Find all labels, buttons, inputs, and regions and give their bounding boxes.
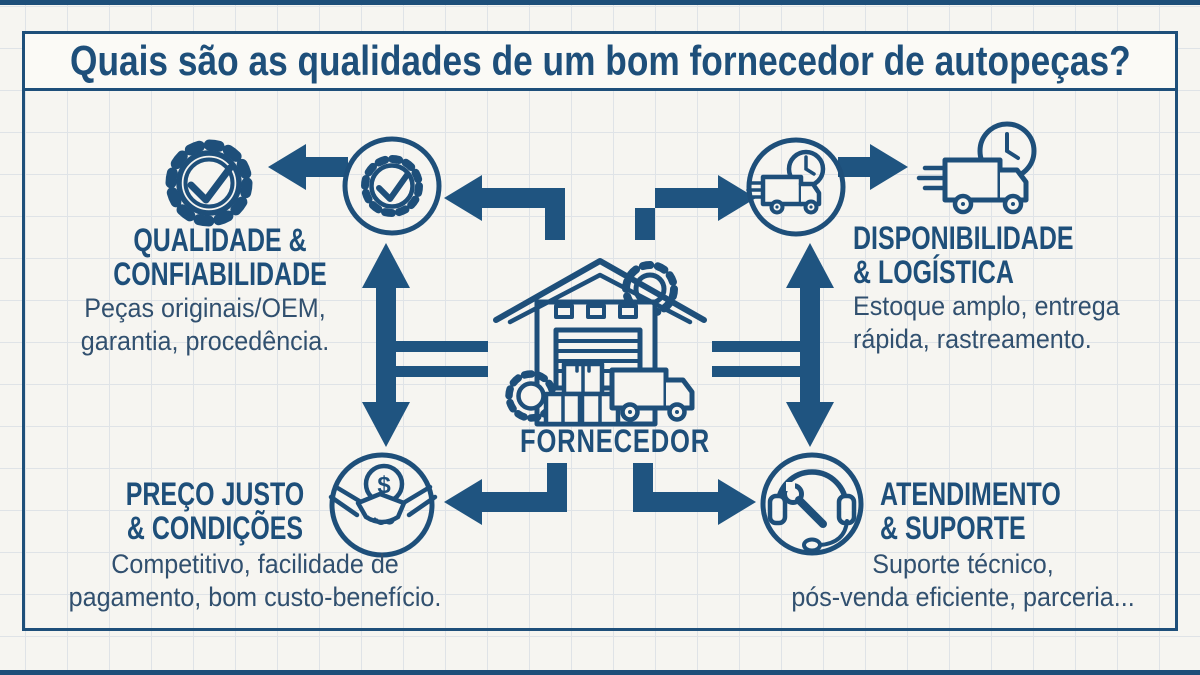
arrow-center-to-bottom-right bbox=[633, 463, 756, 525]
bottom-border-band bbox=[0, 670, 1200, 675]
heading-line: DISPONIBILIDADE bbox=[853, 220, 1074, 256]
heading-preco-condicoes: PREÇO JUSTO & CONDIÇÕES bbox=[110, 477, 321, 545]
heading-line: & CONDIÇÕES bbox=[126, 510, 304, 546]
description-line: Competitivo, facilidade de bbox=[111, 549, 399, 579]
heading-line: ATENDIMENTO bbox=[880, 476, 1061, 512]
arrow-center-to-top-right bbox=[635, 175, 756, 240]
description-line: pagamento, bom custo-benefício. bbox=[68, 582, 442, 612]
description-atendimento: Suporte técnico, pós-venda eficiente, pa… bbox=[772, 548, 1153, 614]
description-disponibilidade: Estoque amplo, entrega rápida, rastreame… bbox=[853, 290, 1151, 356]
page-title: Quais são as qualidades de um bom fornec… bbox=[69, 37, 1131, 84]
gear-check-icon bbox=[165, 139, 253, 227]
truck-clock-circle-icon bbox=[746, 137, 846, 237]
description-line: Peças originais/OEM, bbox=[84, 293, 326, 323]
arrow-center-to-top-left bbox=[444, 175, 565, 240]
arrow-circle-to-gear-left bbox=[268, 144, 348, 190]
heading-disponibilidade-logistica: DISPONIBILIDADE & LOGÍSTICA bbox=[853, 221, 1118, 289]
description-qualidade: Peças originais/OEM, garantia, procedênc… bbox=[42, 292, 368, 358]
heading-line: & LOGÍSTICA bbox=[853, 254, 1014, 290]
description-line: rápida, rastreamento. bbox=[853, 324, 1092, 354]
headset-wrench-circle-icon bbox=[760, 452, 864, 556]
description-line: Estoque amplo, entrega bbox=[853, 291, 1120, 321]
arrow-vertical-right bbox=[712, 243, 834, 447]
warehouse-icon bbox=[493, 258, 707, 427]
center-label-fornecedor: FORNECEDOR bbox=[520, 423, 711, 459]
heading-line: PREÇO JUSTO bbox=[125, 476, 305, 512]
heading-line: QUALIDADE & bbox=[133, 222, 307, 258]
description-preco: Competitivo, facilidade de pagamento, bo… bbox=[41, 548, 469, 614]
arrow-vertical-left bbox=[362, 243, 488, 447]
top-border-band bbox=[0, 0, 1200, 5]
heading-line: CONFIABILIDADE bbox=[113, 256, 327, 292]
description-line: garantia, procedência. bbox=[80, 326, 330, 356]
heading-atendimento-suporte: ATENDIMENTO & SUPORTE bbox=[880, 477, 1114, 545]
description-line: Suporte técnico, bbox=[872, 549, 1054, 579]
heading-line: & SUPORTE bbox=[880, 510, 1026, 546]
heading-qualidade-confiabilidade: QUALIDADE & CONFIABILIDADE bbox=[91, 223, 348, 291]
arrow-circle-to-truck-right bbox=[838, 144, 908, 190]
arrow-center-to-bottom-left bbox=[444, 463, 567, 525]
gear-check-circle-icon bbox=[342, 136, 442, 236]
content-frame bbox=[22, 88, 1178, 631]
handshake-dollar-circle-icon: $ bbox=[328, 452, 438, 558]
description-line: pós-venda eficiente, parceria... bbox=[791, 582, 1135, 612]
truck-clock-icon bbox=[916, 121, 1037, 215]
